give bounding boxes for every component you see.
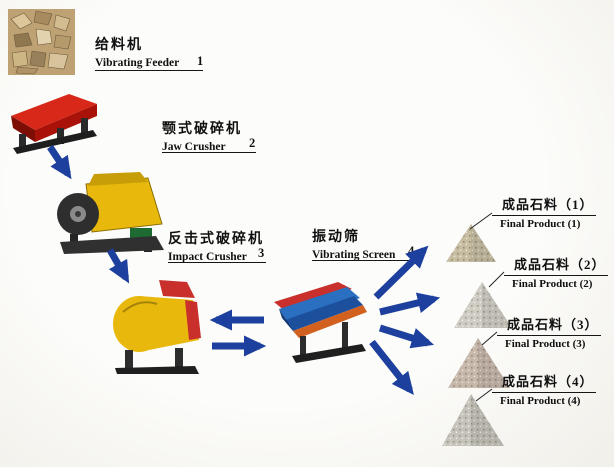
station-number-2: 2	[249, 136, 256, 150]
label-final-product-1-zh: 成品石料（1）	[492, 194, 596, 216]
label-rule-2	[162, 152, 256, 153]
label-impact-crusher: 反击式破碎机 Impact Crusher	[168, 228, 264, 263]
label-final-product-3: 成品石料（3） Final Product (3)	[497, 314, 601, 350]
label-vibrating-feeder-en: Vibrating Feeder	[95, 57, 180, 69]
label-final-product-2-en: Final Product (2)	[512, 278, 593, 290]
label-final-product-2: 成品石料（2） Final Product (2)	[504, 254, 608, 290]
vibrating-screen-illustration	[274, 282, 367, 363]
station-number-4: 4	[408, 244, 415, 258]
vibrating-feeder-illustration	[11, 94, 97, 154]
product-pile-2	[454, 282, 512, 328]
label-final-product-3-zh: 成品石料（3）	[497, 314, 601, 336]
label-impact-crusher-zh: 反击式破碎机	[168, 232, 264, 247]
label-final-product-4: 成品石料（4） Final Product (4)	[492, 371, 596, 407]
product-pile-1	[446, 224, 496, 262]
arrow-screen-to-product-3	[378, 324, 435, 349]
label-jaw-crusher: 颚式破碎机 Jaw Crusher	[162, 118, 242, 153]
label-impact-crusher-en: Impact Crusher	[168, 251, 247, 263]
label-rule-4	[312, 260, 416, 261]
label-final-product-2-zh: 成品石料（2）	[504, 254, 608, 276]
label-final-product-1-en: Final Product (1)	[500, 218, 581, 230]
arrow-screen-to-product-2	[379, 292, 441, 316]
product-pile-4	[442, 394, 504, 446]
jaw-crusher-illustration	[57, 172, 164, 254]
label-final-product-4-zh: 成品石料（4）	[492, 371, 596, 393]
label-vibrating-feeder: 给料机 Vibrating Feeder	[95, 34, 179, 69]
label-final-product-3-en: Final Product (3)	[505, 338, 586, 350]
station-number-1: 1	[197, 54, 204, 68]
product-pile-3	[448, 338, 510, 388]
station-number-3: 3	[258, 246, 265, 260]
label-jaw-crusher-zh: 颚式破碎机	[162, 122, 242, 137]
label-rule-3	[168, 262, 266, 263]
label-final-product-1: 成品石料（1） Final Product (1)	[492, 194, 596, 230]
label-final-product-4-en: Final Product (4)	[500, 395, 581, 407]
label-vibrating-feeder-zh: 给料机	[95, 38, 143, 53]
label-vibrating-screen-zh: 振动筛	[312, 230, 360, 245]
label-vibrating-screen: 振动筛 Vibrating Screen	[312, 226, 395, 261]
label-rule-1	[95, 70, 203, 71]
raw-stone-photo	[8, 9, 75, 75]
label-jaw-crusher-en: Jaw Crusher	[162, 141, 226, 153]
impact-crusher-illustration	[113, 280, 201, 374]
